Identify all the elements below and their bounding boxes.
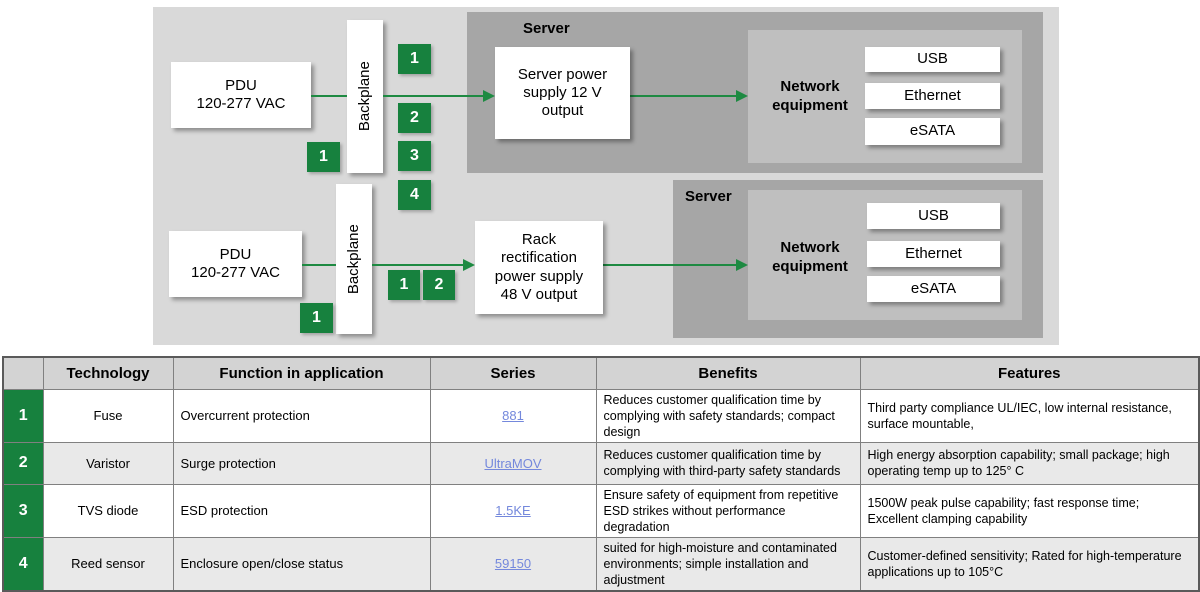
header-series: Series [429,356,597,390]
header-technology: Technology [42,356,174,390]
function-cell: Enclosure open/close status [172,536,431,591]
features-cell: Customer-defined sensitivity; Rated for … [859,536,1200,591]
table-row: 3 TVS diode ESD protection 1.5KE Ensure … [2,483,1200,538]
technology-cell: Reed sensor [42,536,174,591]
features-cell: 1500W peak pulse capability; fast respon… [859,483,1200,538]
arrowhead-icon [463,259,475,271]
marker-fuse-top: 1 [307,142,340,172]
marker-1-top: 1 [398,44,431,74]
backplane-label-top: Backplane [355,61,373,132]
arrowhead-icon [736,259,748,271]
table-header-row: Technology Function in application Serie… [2,356,1200,390]
header-number [2,356,44,390]
pdu-box-top: PDU 120-277 VAC [171,62,311,128]
arrowhead-icon [736,90,748,102]
server-title-bottom: Server [685,188,732,205]
arrow-segment [372,264,463,266]
benefits-cell: Reduces customer qualification time by c… [595,441,861,485]
arrow-segment [311,95,347,97]
port-usb-bottom: USB [867,203,1000,229]
arrow-segment [302,264,336,266]
arrowhead-icon [483,90,495,102]
benefits-cell: suited for high-moisture and contaminate… [595,536,861,591]
application-diagram: Server PDU 120-277 VAC Backplane 1 1 2 3… [153,7,1059,345]
port-ethernet-bottom: Ethernet [867,241,1000,267]
features-cell: High energy absorption capability; small… [859,441,1200,485]
table-row: 2 Varistor Surge protection UltraMOV Red… [2,441,1200,485]
header-benefits: Benefits [595,356,861,390]
technology-cell: Varistor [42,441,174,485]
arrow-segment [383,95,483,97]
header-features: Features [859,356,1200,390]
pdu-box-bottom: PDU 120-277 VAC [169,231,302,297]
technology-cell: Fuse [42,388,174,443]
row-number-badge: 2 [2,441,44,485]
benefits-cell: Ensure safety of equipment from repetiti… [595,483,861,538]
psu-box-bottom: Rack rectification power supply 48 V out… [475,221,603,314]
table-row: 1 Fuse Overcurrent protection 881 Reduce… [2,388,1200,443]
port-esata-bottom: eSATA [867,276,1000,302]
series-link[interactable]: 59150 [494,556,532,571]
port-ethernet-top: Ethernet [865,83,1000,109]
row-number-badge: 4 [2,536,44,591]
server-title-top: Server [523,20,570,37]
row-number-badge: 1 [2,388,44,443]
features-cell: Third party compliance UL/IEC, low inter… [859,388,1200,443]
marker-2-top: 2 [398,103,431,133]
marker-3-top: 3 [398,141,431,171]
table-row: 4 Reed sensor Enclosure open/close statu… [2,536,1200,591]
port-usb-top: USB [865,47,1000,72]
network-equipment-label-bottom: Network equipment [772,239,848,275]
function-cell: Overcurrent protection [172,388,431,443]
port-esata-top: eSATA [865,118,1000,145]
row-number-badge: 3 [2,483,44,538]
network-equipment-label-top: Network equipment [772,78,848,114]
series-link[interactable]: UltraMOV [484,455,542,471]
benefits-cell: Reduces customer qualification time by c… [595,388,861,443]
marker-1-bottom: 1 [388,270,420,300]
backplane-label-bottom: Backplane [344,223,362,295]
function-cell: ESD protection [172,483,431,538]
technology-cell: TVS diode [42,483,174,538]
arrow-segment [603,264,736,266]
series-link[interactable]: 1.5KE [495,503,531,518]
technology-table: Technology Function in application Serie… [2,356,1200,592]
backplane-box-top: Backplane [347,20,383,173]
series-link[interactable]: 881 [502,408,524,423]
psu-box-top: Server power supply 12 V output [495,47,630,139]
marker-fuse-bottom: 1 [300,303,333,333]
backplane-box-bottom: Backplane [336,184,372,334]
marker-4-top: 4 [398,180,431,210]
arrow-segment [630,95,736,97]
header-function: Function in application [172,356,431,390]
marker-2-bottom: 2 [423,270,455,300]
function-cell: Surge protection [172,441,431,485]
